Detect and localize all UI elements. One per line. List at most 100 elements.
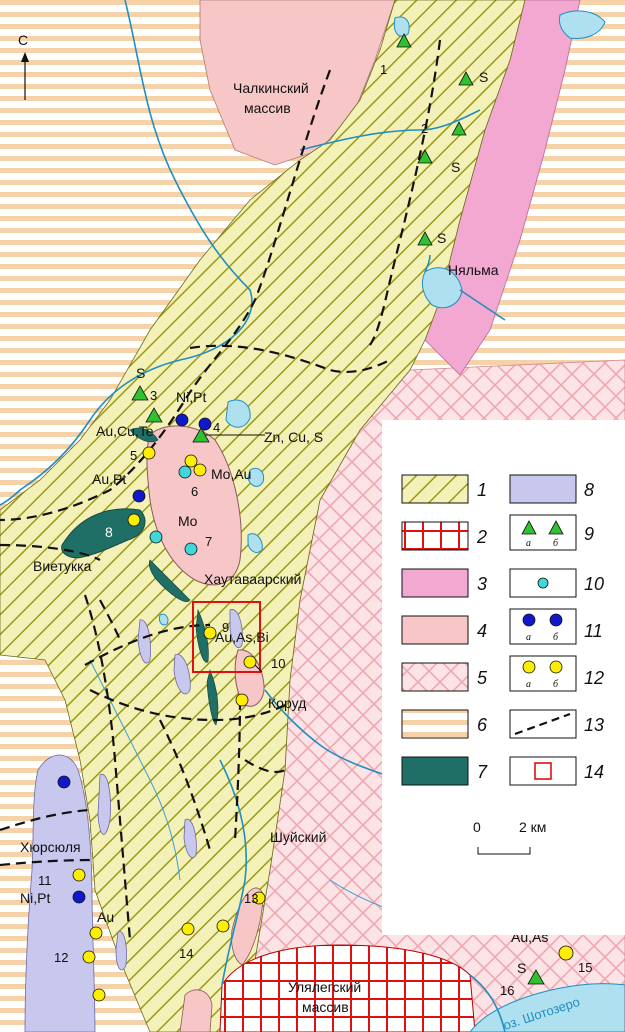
- fault-10: [0, 808, 91, 832]
- blue-dot: [72, 890, 86, 904]
- fault-5: [83, 594, 132, 941]
- deposit-15: 15: [578, 960, 592, 975]
- deposit-8: 8: [105, 524, 113, 540]
- deposit-13: 13: [244, 891, 258, 906]
- legend-swatch-1: [401, 474, 469, 504]
- unit-8-lens-1: [97, 774, 111, 835]
- label-s-2: S: [451, 159, 460, 175]
- blue-dot: [57, 775, 71, 789]
- label-vietukka: Виетукка: [33, 558, 92, 574]
- blue-dot-icon: [549, 613, 563, 627]
- unit-4-hautavaara: [146, 425, 242, 586]
- unit-7-vietukka: [61, 508, 146, 559]
- north-label: С: [18, 32, 28, 48]
- deposit-6: 6: [191, 484, 198, 499]
- label-aucute: Au,Cu,Te: [96, 423, 154, 439]
- legend-sub-11b: б: [553, 632, 559, 643]
- green-triangle-icon: [521, 520, 537, 535]
- legend-sub-9b: б: [553, 538, 559, 549]
- cyan-dot: [149, 530, 163, 544]
- cyan-dot: [184, 542, 198, 556]
- lake-northeast: [559, 10, 606, 39]
- legend-sub-12a: а: [526, 679, 531, 690]
- legend-num-6: 6: [477, 715, 488, 735]
- unit-8-lens-2: [115, 931, 127, 971]
- legend-num-8: 8: [584, 480, 594, 500]
- legend-sub-12b: б: [553, 679, 559, 690]
- yellow-dot: [72, 868, 86, 882]
- scale-bar: 0 2 км: [473, 819, 546, 855]
- legend-num-5: 5: [477, 668, 488, 688]
- unit-4-chalka: [199, 0, 396, 166]
- occurrences-sulfide: [131, 33, 545, 985]
- green-triangle: [458, 71, 474, 86]
- blue-dot: [198, 417, 212, 431]
- lake-nyalma: [421, 267, 463, 309]
- fault-6: [84, 623, 211, 666]
- unit-7-dike-4: [206, 669, 219, 726]
- fault-12: [99, 599, 122, 641]
- label-s-3: S: [437, 230, 446, 246]
- lake-small-1: [159, 613, 169, 626]
- blue-dot: [132, 489, 146, 503]
- legend-swatch-9: [509, 514, 577, 551]
- yellow-dot: [92, 988, 106, 1002]
- label-s-5: S: [517, 960, 526, 976]
- yellow-dot-icon: [549, 660, 563, 674]
- fault-11: [0, 858, 96, 867]
- deposit-1: 1: [380, 62, 387, 77]
- legend-num-12: 12: [584, 668, 604, 688]
- occurrences-au: [72, 446, 574, 1002]
- yellow-dot: [127, 513, 141, 527]
- legend-num-9: 9: [584, 524, 594, 544]
- unit-8-lens-3: [137, 619, 151, 664]
- legend-swatch-8: [509, 474, 577, 504]
- river-south: [219, 759, 248, 986]
- yellow-dot: [184, 454, 198, 468]
- yellow-dot: [252, 891, 266, 905]
- label-shuisky: Шуйский: [270, 829, 326, 845]
- deposit-2: 2: [421, 121, 428, 136]
- label-s-4: S: [136, 365, 145, 381]
- lake-north: [393, 16, 410, 37]
- scale-zero: 0: [473, 819, 481, 835]
- fault-7: [89, 689, 286, 722]
- unit-2-ulyaleg: [219, 944, 476, 1032]
- study-area-square: [192, 601, 261, 673]
- fault-3: [0, 69, 332, 522]
- unit-1-belt: [0, 0, 526, 1032]
- label-nyalma: Няльма: [448, 262, 499, 278]
- unit-8-lens-6: [229, 609, 243, 649]
- fault-13: [244, 759, 286, 774]
- legend-swatch-12: [509, 655, 577, 692]
- cyan-dot-icon: [537, 577, 549, 589]
- deposit-7: 7: [205, 534, 212, 549]
- label-nipt-top: Ni,Pt: [176, 389, 206, 405]
- lake-shotozero: [469, 983, 625, 1032]
- lake-hautavaara-2: [247, 467, 265, 487]
- label-ulyaleg-1: Улялегский: [288, 979, 361, 995]
- unit-8-lens-4: [173, 653, 191, 695]
- fault-4: [0, 543, 101, 561]
- legend-num-1: 1: [477, 480, 487, 500]
- yellow-dot: [193, 463, 207, 477]
- legend-sub-9a: а: [526, 538, 531, 549]
- label-mo: Mo: [178, 513, 198, 529]
- legend-num-2: 2: [476, 527, 487, 547]
- yellow-dot: [243, 655, 257, 669]
- yellow-dot: [181, 922, 195, 936]
- legend-swatch-4: [401, 615, 469, 645]
- legend-num-3: 3: [477, 574, 487, 594]
- occurrences-ni-pt: [57, 413, 212, 904]
- fault-8: [159, 719, 212, 851]
- green-triangle: [131, 385, 149, 401]
- yellow-dot: [203, 626, 217, 640]
- river-central: [264, 689, 401, 781]
- legend-num-4: 4: [477, 621, 487, 641]
- legend-num-13: 13: [584, 715, 604, 735]
- legend-sub-11a: а: [526, 632, 531, 643]
- unit-7-dike-3: [195, 608, 209, 663]
- green-triangle: [417, 149, 433, 164]
- label-ulyaleg-2: массив: [302, 999, 349, 1015]
- blue-dot: [175, 413, 189, 427]
